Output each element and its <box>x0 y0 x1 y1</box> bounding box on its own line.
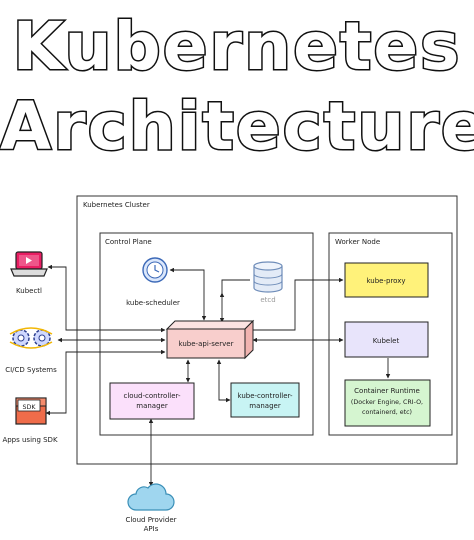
kube-api-server-label: kube-api-server <box>179 340 234 348</box>
etcd-label: etcd <box>260 296 275 304</box>
kube-proxy-box <box>344 262 429 298</box>
database-icon <box>253 261 283 293</box>
cloud-provider-label-line2: APIs <box>144 525 159 533</box>
kcm-label-line2: manager <box>249 402 281 410</box>
container-runtime-box <box>344 379 431 427</box>
runtime-label-line3: containerd, etc) <box>362 409 412 416</box>
sdk-package-icon: SDK <box>15 397 47 425</box>
control-plane-label: Control Plane <box>105 238 152 246</box>
control-plane-box <box>99 232 314 436</box>
cloud-controller-manager-box <box>109 382 195 420</box>
runtime-label-line1: Container Runtime <box>354 387 420 395</box>
ci-cd-gears-icon <box>9 327 53 349</box>
ccm-label-line1: cloud-controller- <box>124 392 181 400</box>
cloud-provider-label-line1: Cloud Provider <box>125 516 176 524</box>
kubernetes-cluster-label: Kubernetes Cluster <box>83 201 150 209</box>
kubelet-label: Kubelet <box>373 337 400 345</box>
kubectl-label: Kubectl <box>16 287 42 295</box>
laptop-icon <box>10 251 48 277</box>
apps-using-sdk-label: Apps using SDK <box>2 436 58 444</box>
worker-node-box <box>328 232 453 436</box>
kcm-label-line1: kube-controller- <box>237 392 292 400</box>
kube-api-server-box <box>165 319 255 360</box>
kubelet-box <box>344 321 429 358</box>
worker-node-label: Worker Node <box>335 238 380 246</box>
runtime-label-line2: (Docker Engine, CRI-O, <box>351 399 423 406</box>
kube-controller-manager-box <box>230 382 300 418</box>
ccm-label-line2: manager <box>136 402 168 410</box>
connectors <box>45 264 391 487</box>
ci-cd-label: CI/CD Systems <box>5 366 57 374</box>
cloud-icon <box>127 483 175 511</box>
kube-proxy-label: kube-proxy <box>366 277 405 285</box>
sdk-badge-text: SDK <box>23 404 37 411</box>
title-line-2: Architecture <box>0 87 474 167</box>
title-line-1: Kubernetes <box>11 7 462 87</box>
kube-scheduler-label: kube-scheduler <box>126 299 180 307</box>
clock-icon <box>142 257 168 283</box>
